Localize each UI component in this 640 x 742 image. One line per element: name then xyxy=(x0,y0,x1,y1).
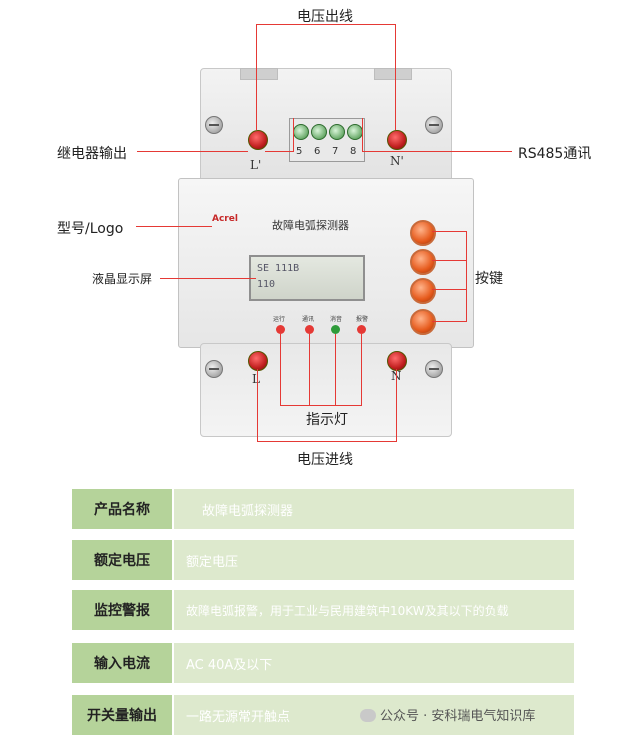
rail-slot xyxy=(240,68,278,80)
callout-line xyxy=(362,118,363,152)
spec-value: 故障电弧报警，用于工业与民用建筑中10KW及其以下的负载 xyxy=(174,590,574,630)
spec-label: 开关量输出 xyxy=(72,695,172,735)
callout-line xyxy=(137,151,248,152)
callout-model-logo: 型号/Logo xyxy=(57,221,124,237)
callout-line xyxy=(432,321,466,322)
callout-line xyxy=(432,289,466,290)
callout-line xyxy=(335,334,336,406)
spec-label: 输入电流 xyxy=(72,643,172,683)
comm-led-icon xyxy=(305,325,314,334)
screw-icon xyxy=(205,360,223,378)
rs485-terminal-icon xyxy=(387,130,407,150)
callout-line xyxy=(265,151,294,152)
led-label-alarm: 报警 xyxy=(356,316,369,323)
device-button-1[interactable] xyxy=(410,220,436,246)
callout-line xyxy=(396,369,397,441)
spec-row: 监控警报 故障电弧报警，用于工业与民用建筑中10KW及其以下的负载 xyxy=(72,590,574,630)
terminal-block: 5 6 7 8 xyxy=(289,118,365,162)
spec-row: 输入电流 AC 40A及以下 xyxy=(72,643,574,683)
callout-line xyxy=(293,118,294,152)
callout-relay-output: 继电器输出 xyxy=(57,146,127,162)
callout-output-voltage: 电压出线 xyxy=(297,9,353,25)
spec-row: 开关量输出 一路无源常开触点 xyxy=(72,695,574,735)
alarm-led-icon xyxy=(357,325,366,334)
run-led-icon xyxy=(276,325,285,334)
lcd-display: SE 111B 110 xyxy=(249,255,365,301)
led-label-comm: 通讯 xyxy=(302,316,315,323)
rail-slot xyxy=(374,68,412,80)
terminal-number: 5 xyxy=(296,146,303,157)
callout-line xyxy=(432,231,466,232)
silence-led-icon xyxy=(331,325,340,334)
callout-line xyxy=(361,334,362,406)
callout-line xyxy=(362,151,512,152)
spec-label: 监控警报 xyxy=(72,590,172,630)
terminal-n-prime-label: N' xyxy=(390,154,404,168)
callout-line xyxy=(257,441,397,442)
relay-terminal-icon xyxy=(248,130,268,150)
input-n-terminal-icon xyxy=(387,351,407,371)
callout-line xyxy=(256,24,257,130)
screw-icon xyxy=(425,360,443,378)
callout-line xyxy=(280,334,281,406)
spec-value: 一路无源常开触点 xyxy=(174,695,574,735)
terminal-l-label: L xyxy=(252,372,260,386)
terminal-l-prime-label: L' xyxy=(250,158,262,172)
watermark: 公众号 · 安科瑞电气知识库 xyxy=(360,705,535,724)
device-button-4[interactable] xyxy=(410,309,436,335)
led-label-silence: 消音 xyxy=(330,316,343,323)
device-model-title: 故障电弧探测器 xyxy=(272,219,349,232)
callout-line xyxy=(395,24,396,130)
callout-buttons: 按键 xyxy=(475,271,503,287)
callout-line xyxy=(136,226,212,227)
callout-rs485: RS485通讯 xyxy=(518,146,592,162)
input-l-terminal-icon xyxy=(248,351,268,371)
spec-row: 产品名称 故障电弧探测器 xyxy=(72,489,574,529)
callout-line xyxy=(160,278,256,279)
device-button-3[interactable] xyxy=(410,278,436,304)
terminal-number: 7 xyxy=(332,146,339,157)
device-button-2[interactable] xyxy=(410,249,436,275)
screw-icon xyxy=(425,116,443,134)
terminal-number: 6 xyxy=(314,146,321,157)
callout-line xyxy=(432,260,466,261)
lcd-line-2: 110 xyxy=(257,279,276,290)
terminal-screw-icon xyxy=(329,124,345,140)
device-bottom-housing xyxy=(200,343,452,437)
spec-label: 额定电压 xyxy=(72,540,172,580)
spec-row: 额定电压 额定电压 xyxy=(72,540,574,580)
terminal-number: 8 xyxy=(350,146,357,157)
callout-line xyxy=(257,369,258,441)
callout-line xyxy=(280,405,362,406)
led-label-run: 运行 xyxy=(273,316,286,323)
lcd-line-1: SE 111B xyxy=(257,263,300,274)
callout-line xyxy=(466,231,467,322)
callout-lcd-screen: 液晶显示屏 xyxy=(92,272,153,286)
terminal-screw-icon xyxy=(347,124,363,140)
callout-indicators: 指示灯 xyxy=(306,412,348,428)
terminal-screw-icon xyxy=(293,124,309,140)
spec-value: 故障电弧探测器 xyxy=(174,489,574,529)
spec-value: 额定电压 xyxy=(174,540,574,580)
terminal-screw-icon xyxy=(311,124,327,140)
acrel-logo: Acrel xyxy=(212,214,238,224)
callout-line xyxy=(256,24,396,25)
callout-input-voltage: 电压进线 xyxy=(297,452,353,468)
screw-icon xyxy=(205,116,223,134)
spec-label: 产品名称 xyxy=(72,489,172,529)
watermark-text: 公众号 · 安科瑞电气知识库 xyxy=(380,709,536,724)
spec-value: AC 40A及以下 xyxy=(174,643,574,683)
callout-line xyxy=(309,334,310,406)
wechat-icon xyxy=(360,709,376,722)
